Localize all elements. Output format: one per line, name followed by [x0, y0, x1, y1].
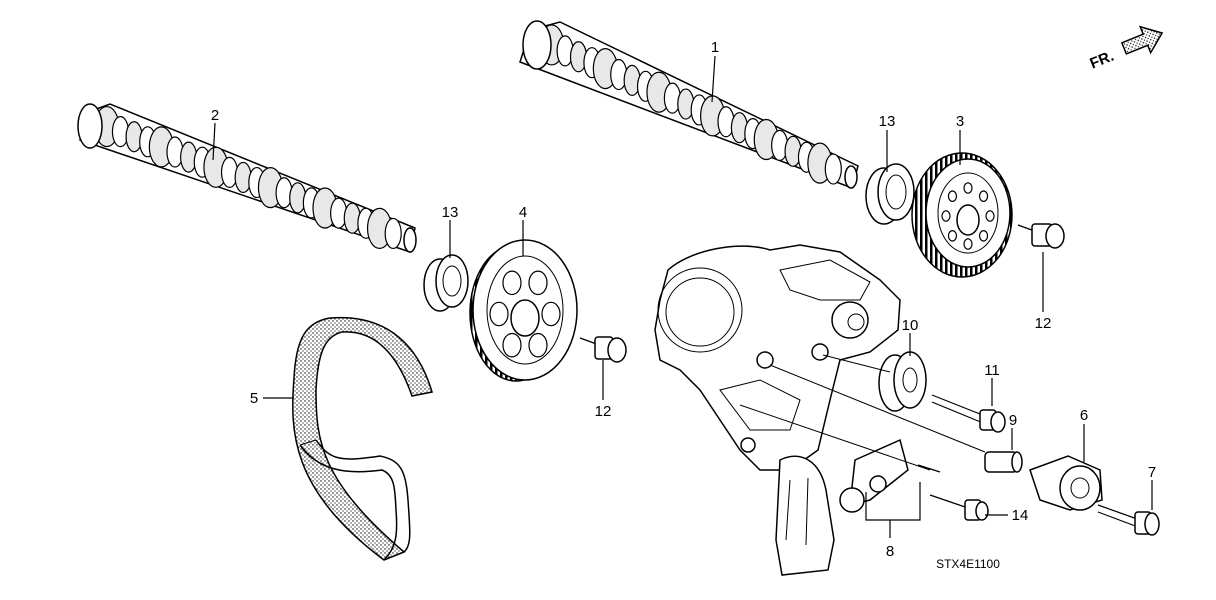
callout-1: 1 — [711, 39, 719, 56]
callout-labels: 1 2 3 4 5 6 7 8 9 10 11 12 12 13 13 14 — [211, 39, 1156, 560]
drawing-code: STX4E1100 — [936, 557, 1000, 571]
front-direction-label: FR. — [1088, 48, 1117, 73]
assembly-axis-lines — [739, 354, 986, 471]
callout-11: 11 — [984, 362, 1000, 379]
callout-2: 2 — [211, 107, 219, 124]
callout-3: 3 — [956, 113, 964, 130]
callout-12-upper: 12 — [1035, 315, 1052, 332]
oil-seal-lower — [423, 254, 469, 312]
idler-pulley — [878, 351, 927, 412]
callout-4: 4 — [519, 204, 527, 221]
leader-lines — [212, 55, 1153, 538]
camshaft-upper — [519, 20, 859, 189]
camshaft-pulley-lower — [469, 239, 578, 382]
callout-10: 10 — [902, 317, 919, 334]
callout-7: 7 — [1148, 464, 1156, 481]
idler-bolt — [931, 394, 1006, 433]
camshaft-pulley-upper — [911, 152, 1013, 278]
callout-12-lower: 12 — [595, 403, 612, 420]
auto-tensioner — [839, 438, 941, 513]
callout-8: 8 — [886, 543, 894, 560]
oil-seal-upper — [865, 163, 915, 225]
pulley-bolt-lower — [579, 336, 627, 363]
tensioner — [1029, 455, 1103, 511]
callout-6: 6 — [1080, 407, 1088, 424]
auto-tensioner-bolt — [929, 494, 989, 521]
callout-13-lower: 13 — [442, 204, 459, 221]
callout-9: 9 — [1009, 412, 1017, 429]
engine-block — [654, 244, 901, 576]
camshaft-lower — [77, 103, 417, 253]
front-direction-indicator: FR. — [1088, 25, 1164, 73]
tensioner-bolt — [1097, 504, 1160, 536]
callout-13-upper: 13 — [879, 113, 896, 130]
pulley-bolt-upper — [1017, 223, 1065, 249]
collar — [984, 451, 1023, 473]
callout-5: 5 — [250, 390, 258, 407]
callout-14: 14 — [1012, 507, 1029, 524]
timing-belt — [292, 316, 433, 561]
